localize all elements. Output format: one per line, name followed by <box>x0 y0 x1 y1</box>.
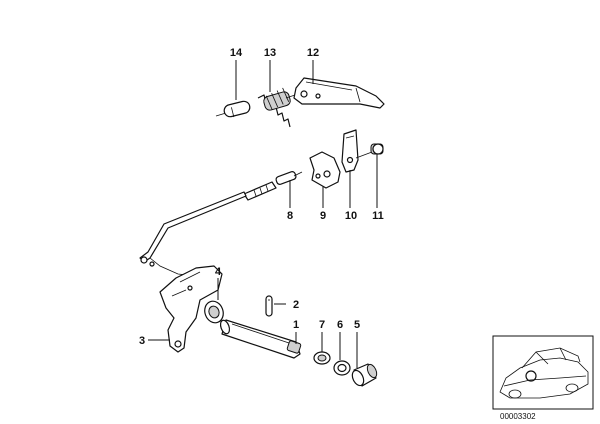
part-1-shaft[interactable] <box>219 319 302 359</box>
part-13-spring[interactable] <box>257 87 299 128</box>
part-14-pin[interactable] <box>215 100 251 118</box>
part-label-4: 4 <box>215 266 222 278</box>
part-label-9: 9 <box>320 210 326 222</box>
part-label-10: 10 <box>345 210 357 222</box>
part-label-7: 7 <box>319 319 325 331</box>
part-label-5: 5 <box>354 319 360 331</box>
part-4-washer[interactable] <box>202 299 226 326</box>
part-10-plate[interactable] <box>341 129 359 173</box>
part-label-1: 1 <box>293 319 299 331</box>
part-8-rod[interactable] <box>139 171 303 277</box>
part-3-housing[interactable] <box>159 265 223 353</box>
part-label-6: 6 <box>337 319 343 331</box>
part-12-lever[interactable] <box>293 77 385 109</box>
part-label-12: 12 <box>307 47 319 59</box>
part-label-11: 11 <box>372 210 384 222</box>
part-label-3: 3 <box>139 335 145 347</box>
part-9-bracket[interactable] <box>309 151 341 189</box>
part-6-washer[interactable] <box>333 360 351 376</box>
part-label-13: 13 <box>264 47 276 59</box>
part-label-8: 8 <box>287 210 293 222</box>
part-11-bolt[interactable] <box>355 143 384 159</box>
part-7-ring[interactable] <box>313 351 331 365</box>
location-marker-icon <box>525 370 537 382</box>
reference-number: 00003302 <box>500 412 536 421</box>
part-label-14: 14 <box>230 47 243 59</box>
part-label-2: 2 <box>293 299 299 311</box>
vehicle-thumbnail <box>492 335 594 410</box>
part-5-cap[interactable] <box>350 363 378 387</box>
part-2-pin[interactable] <box>265 295 273 317</box>
